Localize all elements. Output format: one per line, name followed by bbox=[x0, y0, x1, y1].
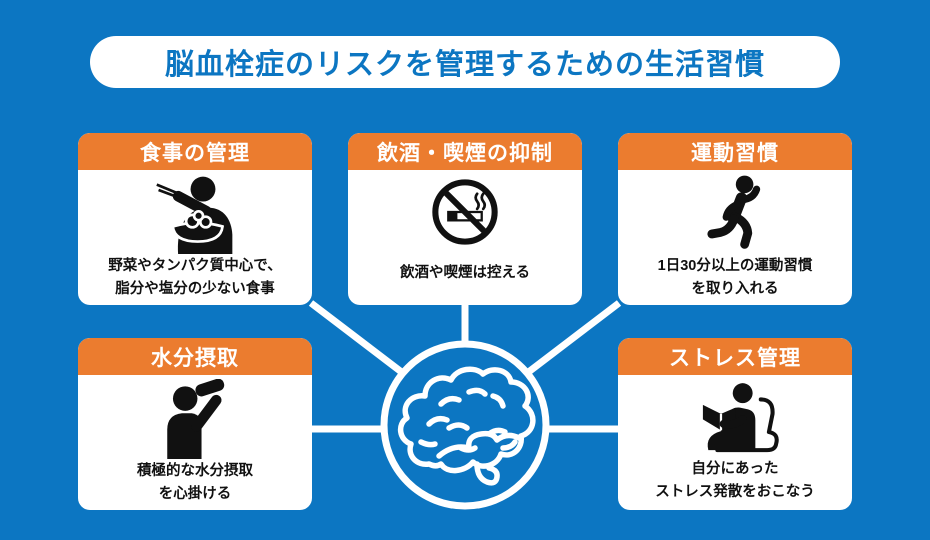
card-exercise-title: 運動習慣 bbox=[691, 141, 779, 165]
card-stress-title: ストレス管理 bbox=[669, 346, 801, 370]
card-exercise: 運動習慣 1日30分以上の運動習慣 を取り入れる bbox=[618, 133, 852, 305]
card-hydration-description: 積極的な水分摂取 を心掛ける bbox=[137, 462, 253, 502]
eating-person-icon bbox=[78, 170, 312, 254]
brain-icon bbox=[397, 366, 536, 486]
card-diet-header: 食事の管理 bbox=[78, 133, 312, 170]
card-hydration: 水分摂取 積極的な水分摂取 を心掛ける bbox=[78, 338, 312, 510]
card-alcohol-smoking-title: 飲酒・喫煙の抑制 bbox=[377, 141, 553, 165]
card-stress-header: ストレス管理 bbox=[618, 338, 852, 375]
card-exercise-header: 運動習慣 bbox=[618, 133, 852, 170]
card-diet: 食事の管理 野菜やタンパク質中心で、 脂分や塩分の少ない食事 bbox=[78, 133, 312, 305]
reading-person-icon bbox=[618, 375, 852, 457]
no-smoking-icon bbox=[348, 170, 582, 250]
card-stress-description: 自分にあった ストレス発散をおこなう bbox=[655, 460, 815, 500]
page-title: 脳血栓症のリスクを管理するための生活習慣 bbox=[164, 49, 765, 81]
card-hydration-header: 水分摂取 bbox=[78, 338, 312, 375]
card-alcohol-smoking-header: 飲酒・喫煙の抑制 bbox=[348, 133, 582, 170]
card-diet-description: 野菜やタンパク質中心で、 脂分や塩分の少ない食事 bbox=[108, 257, 282, 297]
card-diet-title: 食事の管理 bbox=[140, 141, 250, 165]
card-stress: ストレス管理 自分にあった ストレス発散をおこなう bbox=[618, 338, 852, 510]
drinking-person-icon bbox=[78, 375, 312, 459]
card-hydration-title: 水分摂取 bbox=[151, 346, 239, 370]
card-exercise-description: 1日30分以上の運動習慣 を取り入れる bbox=[657, 257, 813, 297]
running-person-icon bbox=[618, 170, 852, 254]
title-banner: 脳血栓症のリスクを管理するための生活習慣 bbox=[90, 36, 840, 88]
card-alcohol-smoking-description: 飲酒や喫煙は控える bbox=[399, 265, 531, 282]
card-alcohol-smoking: 飲酒・喫煙の抑制 飲酒や喫煙は控える bbox=[348, 133, 582, 305]
